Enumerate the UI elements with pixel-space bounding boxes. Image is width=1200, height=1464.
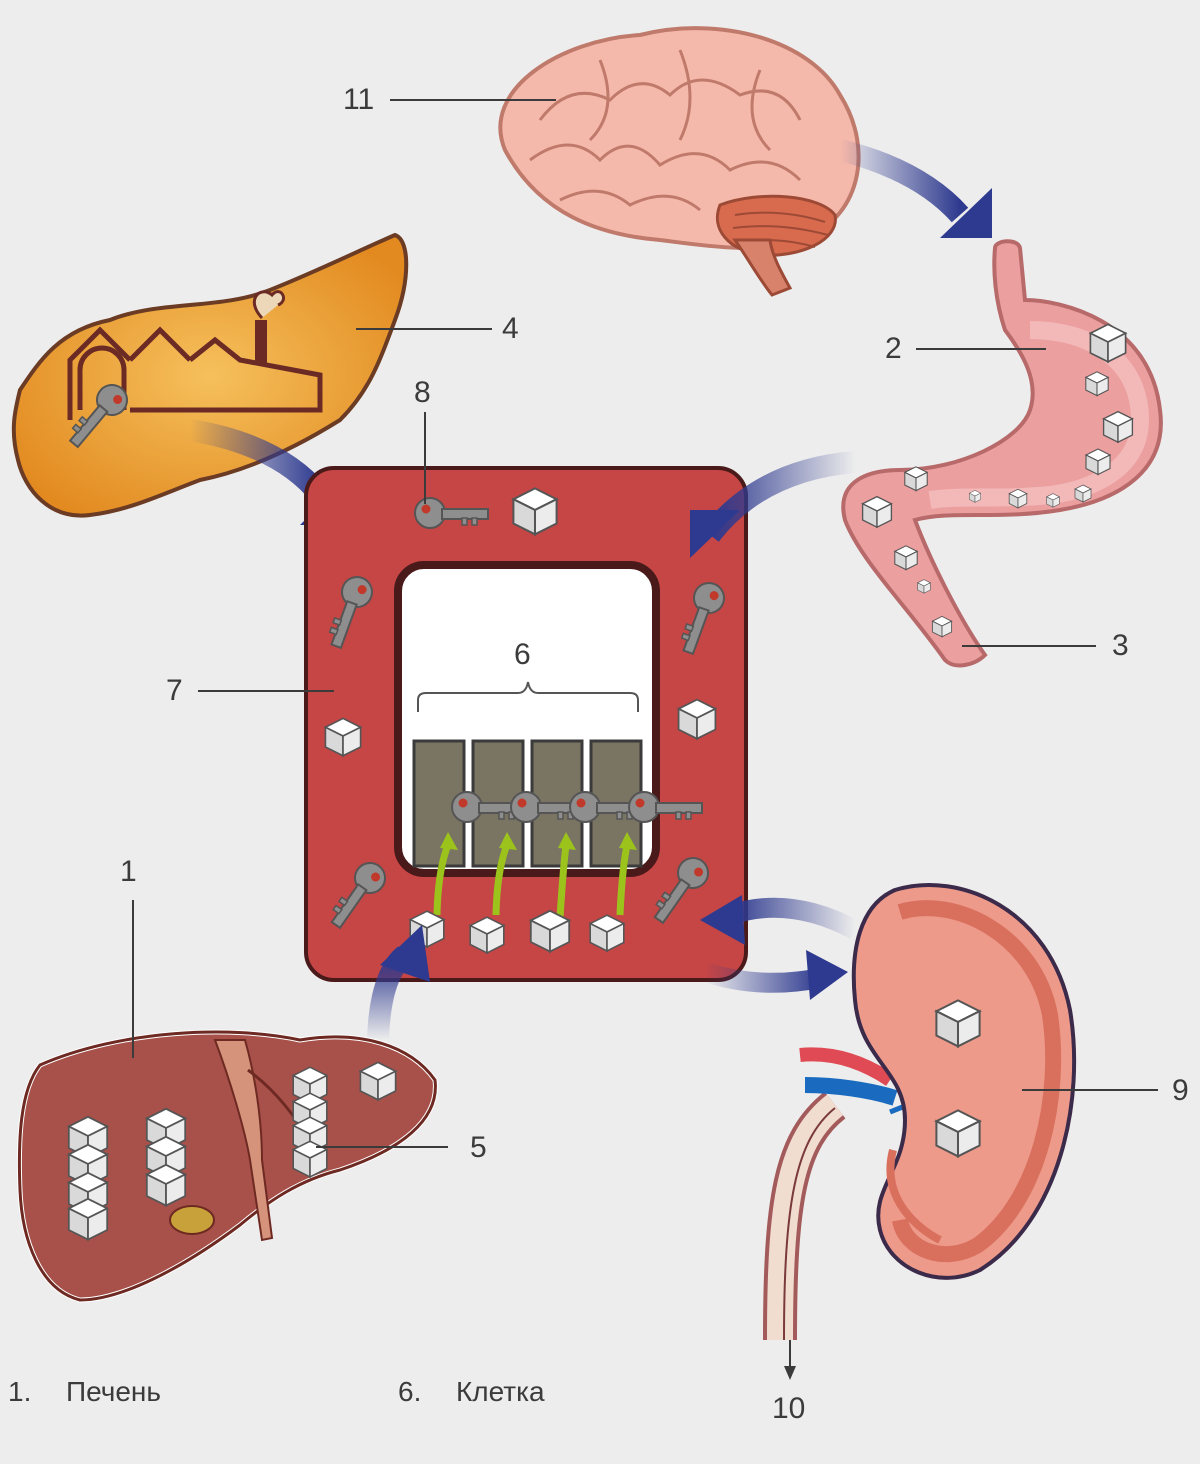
legend-number: 6. [398, 1378, 456, 1406]
label-2: 2 [885, 334, 902, 364]
label-3: 3 [1112, 631, 1129, 661]
leader-kidney [1022, 1089, 1158, 1091]
leader-brain [390, 99, 556, 101]
label-7: 7 [166, 676, 183, 706]
leader-insulin [424, 412, 426, 504]
legend-item: 1.Печень [8, 1378, 161, 1406]
label-6: 6 [514, 640, 531, 670]
label-11: 11 [343, 85, 374, 115]
leader-glycogen [316, 1146, 448, 1148]
leader-liver [132, 900, 134, 1058]
label-10: 10 [772, 1394, 805, 1424]
label-9: 9 [1172, 1076, 1189, 1106]
signal-arrow [840, 150, 992, 238]
urine-arrow [784, 1340, 796, 1380]
legend-label: Печень [66, 1376, 161, 1407]
leader-stomach [916, 348, 1046, 350]
legend-label: Клетка [456, 1376, 545, 1407]
label-5: 5 [470, 1133, 487, 1163]
brain [500, 28, 858, 295]
legend-item: 6.Клетка [398, 1378, 545, 1406]
leader-pancreas [356, 328, 492, 330]
label-8: 8 [414, 378, 431, 408]
legend-number: 1. [8, 1378, 66, 1406]
leader-intestine [962, 645, 1096, 647]
leader-blood [198, 690, 334, 692]
stomach [843, 241, 1161, 665]
label-1: 1 [120, 857, 137, 887]
kidney [780, 885, 1074, 1340]
label-4: 4 [502, 314, 519, 344]
